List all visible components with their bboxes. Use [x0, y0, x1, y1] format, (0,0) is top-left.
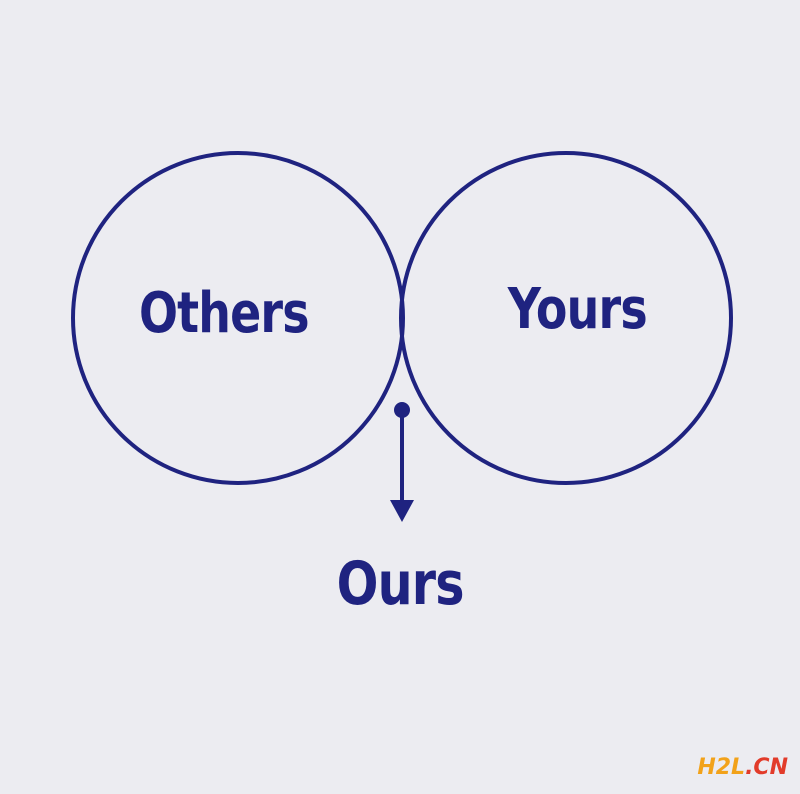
watermark-logo: H2L.CN	[697, 755, 788, 780]
arrow-head-icon	[390, 500, 414, 522]
label-others: Others	[139, 281, 309, 347]
watermark-brand: H2L	[697, 755, 746, 780]
label-ours: Ours	[337, 548, 464, 618]
label-yours: Yours	[507, 277, 647, 343]
watermark-domain: .CN	[745, 755, 788, 780]
hatch-line	[401, 153, 403, 483]
circle-yours	[399, 151, 733, 485]
